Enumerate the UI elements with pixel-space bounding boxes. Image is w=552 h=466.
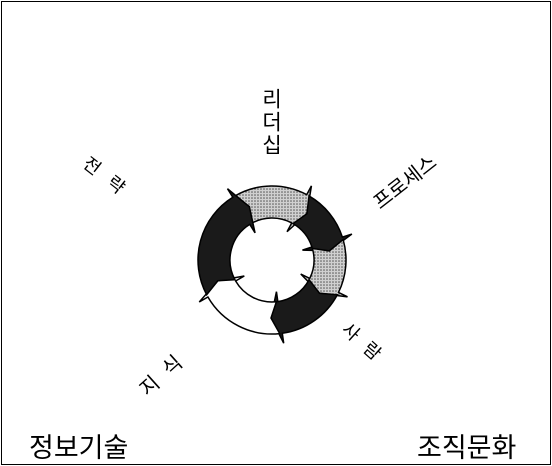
leadership-label: 리더십 bbox=[259, 88, 283, 157]
arrow-segment-dark-left bbox=[197, 188, 256, 297]
organizational-culture-label: 조직문화 bbox=[417, 433, 517, 464]
information-technology-label: 정보기술 bbox=[29, 433, 129, 464]
